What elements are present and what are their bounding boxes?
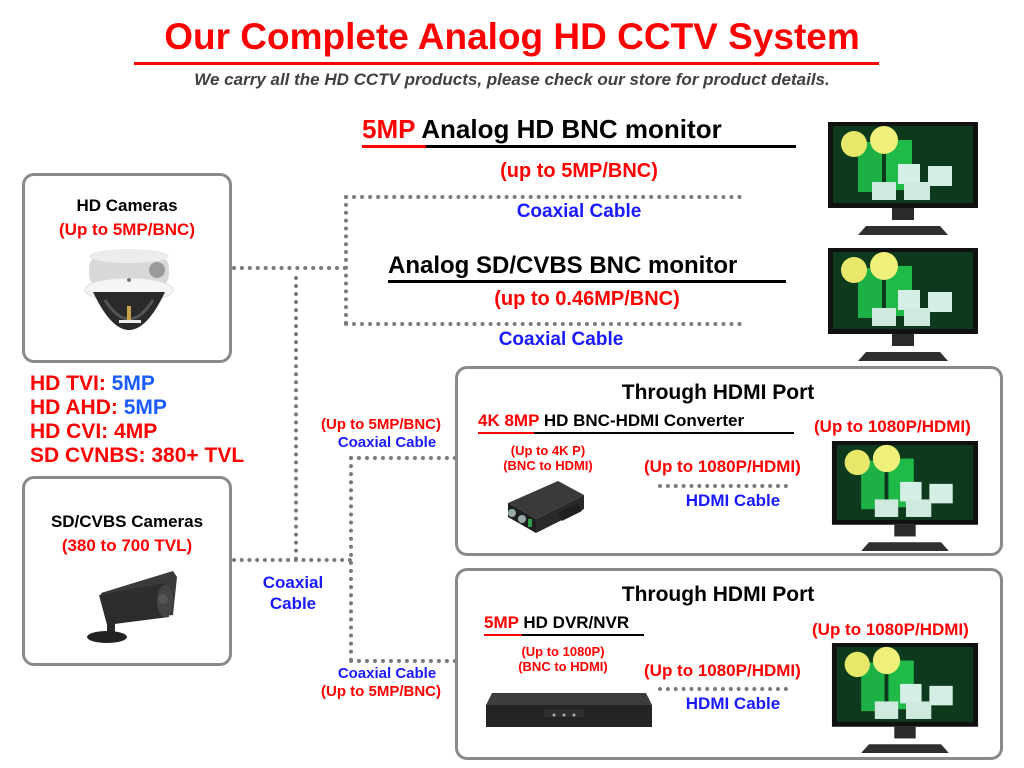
- dvr-panel: Through HDMI Port 5MP HD DVR/NVR (Up to …: [455, 568, 1003, 760]
- dvr-monitor-spec: (Up to 1080P/HDMI): [812, 620, 969, 639]
- format-value: 4MP: [114, 420, 158, 443]
- converter-underline: [478, 432, 794, 434]
- dvr-highlight: 5MP: [484, 613, 519, 632]
- format-item: HD CVI: 4MP: [30, 420, 244, 444]
- converter-panel: Through HDMI Port 4K 8MP HD BNC-HDMI Con…: [455, 366, 1003, 556]
- converter-spec-line2: (BNC to HDMI): [503, 458, 593, 473]
- hd-monitor-heading: 5MP Analog HD BNC monitor: [362, 114, 722, 145]
- hd-cameras-card: HD Cameras (Up to 5MP/BNC): [22, 173, 232, 363]
- sd-monitor-spec: (up to 0.46MP/BNC): [494, 288, 680, 310]
- format-value: 380+ TVL: [151, 444, 245, 467]
- converter-device-icon: [498, 477, 588, 537]
- format-list: HD TVI: 5MP HD AHD: 5MP HD CVI: 4MP SD C…: [30, 372, 244, 468]
- converter-link-spec: (Up to 1080P/HDMI): [644, 457, 801, 476]
- hd-monitor-title: Analog HD BNC monitor: [421, 114, 722, 144]
- camera-cable-line1: Coaxial: [262, 573, 324, 592]
- format-label: HD CVI:: [30, 420, 109, 443]
- converter-hdmi-line: [658, 484, 788, 488]
- sd-monitor-title: Analog SD/CVBS BNC monitor: [388, 252, 738, 279]
- format-item: SD CVNBS: 380+ TVL: [30, 444, 244, 468]
- hd-monitor-underline: [362, 145, 796, 148]
- converter-spec-line1: (Up to 4K P): [510, 443, 586, 458]
- format-value: 5MP: [123, 396, 167, 419]
- page-title: Our Complete Analog HD CCTV System: [164, 16, 860, 57]
- format-label: HD AHD:: [30, 396, 118, 419]
- dome-camera-icon: [83, 248, 175, 348]
- sd-monitor-icon: [828, 248, 978, 363]
- format-item: HD AHD: 5MP: [30, 396, 244, 420]
- sd-monitor-cable-label: Coaxial Cable: [498, 329, 624, 350]
- page-subtitle: We carry all the HD CCTV products, pleas…: [194, 70, 830, 89]
- converter-hdmi-cable: HDMI Cable: [685, 491, 781, 510]
- hd-camera-out-line: [232, 266, 347, 270]
- hd-monitor-icon: [828, 122, 978, 237]
- monitor-trunk-line: [344, 195, 348, 325]
- format-value: 5MP: [111, 372, 155, 395]
- dvr-spec-line1: (Up to 1080P): [521, 644, 605, 659]
- dvr-hdmi-cable: HDMI Cable: [685, 694, 781, 713]
- sd-cameras-spec: (380 to 700 TVL): [61, 536, 193, 555]
- dvr-monitor-icon: [830, 643, 980, 755]
- camera-cable-label: Coaxial Cable: [248, 572, 338, 614]
- dvr-device-spec: (Up to 1080P) (BNC to HDMI): [498, 644, 628, 674]
- converter-monitor-spec: (Up to 1080P/HDMI): [814, 417, 971, 436]
- sd-camera-out-line: [232, 558, 352, 562]
- dvr-panel-heading: Through HDMI Port: [621, 583, 815, 606]
- hd-cameras-spec: (Up to 5MP/BNC): [59, 220, 195, 239]
- hd-monitor-cable-label: Coaxial Cable: [516, 201, 642, 222]
- dvr-input-spec: (Up to 5MP/BNC): [321, 683, 441, 700]
- dvr-input-cable: Coaxial Cable: [337, 665, 437, 682]
- hd-monitor-underline-accent: [362, 145, 426, 148]
- converter-in-line: [349, 456, 457, 460]
- converter-highlight: 4K 8MP: [478, 411, 540, 430]
- dvr-device-icon: [484, 685, 654, 731]
- dvr-underline-accent: [484, 634, 522, 636]
- dvr-link-spec: (Up to 1080P/HDMI): [644, 661, 801, 680]
- hd-monitor-spec: (up to 5MP/BNC): [500, 160, 658, 182]
- hd-monitor-highlight: 5MP: [362, 114, 415, 144]
- format-item: HD TVI: 5MP: [30, 372, 244, 396]
- sd-cameras-title: SD/CVBS Cameras: [50, 512, 204, 531]
- bullet-camera-icon: [81, 565, 181, 645]
- title-underline: [134, 62, 879, 65]
- dvr-underline: [484, 634, 644, 636]
- dvr-hdmi-line: [658, 687, 788, 691]
- hd-cameras-title: HD Cameras: [76, 196, 178, 215]
- format-label: SD CVNBS:: [30, 444, 146, 467]
- hd-camera-down-line: [294, 276, 298, 561]
- converter-device-title: 4K 8MP HD BNC-HDMI Converter: [478, 411, 744, 431]
- sd-cameras-card: SD/CVBS Cameras (380 to 700 TVL): [22, 476, 232, 666]
- converter-device-name: HD BNC-HDMI Converter: [543, 411, 745, 430]
- dvr-spec-line2: (BNC to HDMI): [518, 659, 608, 674]
- converter-underline-accent: [478, 432, 534, 434]
- converter-monitor-icon: [830, 441, 980, 553]
- converter-input-cable: Coaxial Cable: [337, 434, 437, 451]
- converter-input-spec: (Up to 5MP/BNC): [321, 416, 441, 433]
- camera-cable-line2: Cable: [269, 594, 317, 613]
- converter-device-spec: (Up to 4K P) (BNC to HDMI): [488, 443, 608, 473]
- dvr-device-title: 5MP HD DVR/NVR: [484, 613, 629, 633]
- converter-panel-heading: Through HDMI Port: [621, 381, 815, 404]
- device-trunk-line: [349, 456, 353, 662]
- format-label: HD TVI:: [30, 372, 106, 395]
- hd-monitor-line: [344, 195, 742, 199]
- dvr-device-name: HD DVR/NVR: [523, 613, 630, 632]
- dvr-in-line: [349, 659, 457, 663]
- sd-monitor-underline: [388, 280, 786, 283]
- sd-monitor-line: [344, 322, 742, 326]
